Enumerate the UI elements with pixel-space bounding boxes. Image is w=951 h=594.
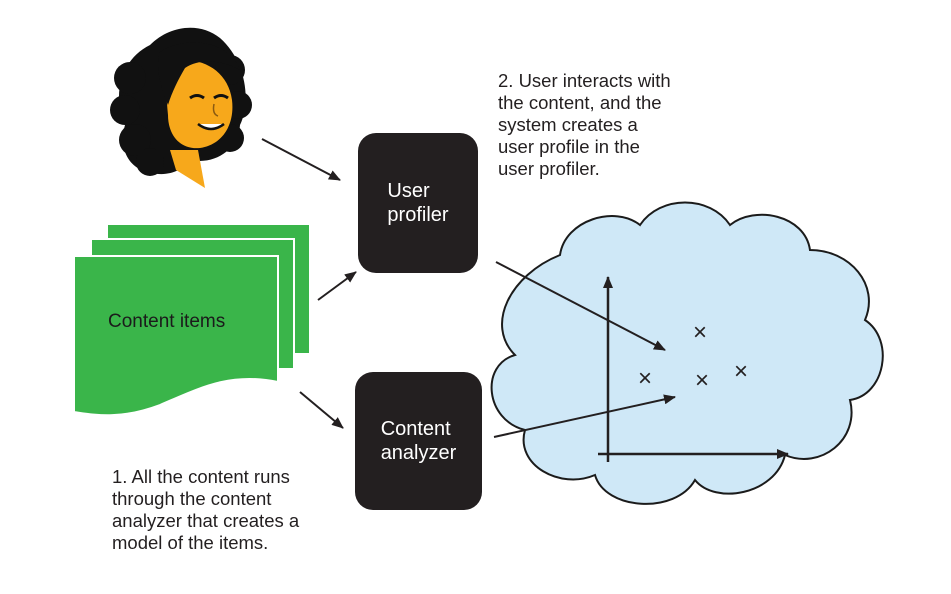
- content-items-stack: [73, 223, 311, 417]
- flow-arrows: [261, 138, 676, 438]
- content-analyzer-label: Content analyzer: [380, 418, 457, 464]
- model-axes: [598, 276, 789, 462]
- model-data-points: × × × ×: [638, 319, 748, 394]
- step-2-note: 2. User interacts with the content, and …: [498, 70, 671, 179]
- user-profiler-label: User profiler: [387, 180, 449, 226]
- arrow-content-to-analyzer: [299, 391, 344, 429]
- plot-marker: ×: [693, 319, 707, 346]
- arrow-analyzer-to-model: [493, 394, 676, 438]
- plot-marker: ×: [734, 358, 748, 385]
- arrow-content-to-profiler: [317, 271, 357, 301]
- arrow-user-to-profiler: [261, 138, 341, 181]
- user-profiler-box: User profiler: [358, 133, 478, 273]
- arrow-profiler-to-model: [495, 261, 666, 351]
- content-items-label: Content items: [108, 311, 226, 332]
- model-space-cloud: [490, 201, 884, 505]
- plot-marker: ×: [638, 365, 652, 392]
- content-analyzer-box: Content analyzer: [355, 372, 482, 510]
- plot-marker: ×: [695, 367, 709, 394]
- step-1-note: 1. All the content runs through the cont…: [112, 466, 300, 553]
- user-avatar-illustration: [110, 27, 252, 188]
